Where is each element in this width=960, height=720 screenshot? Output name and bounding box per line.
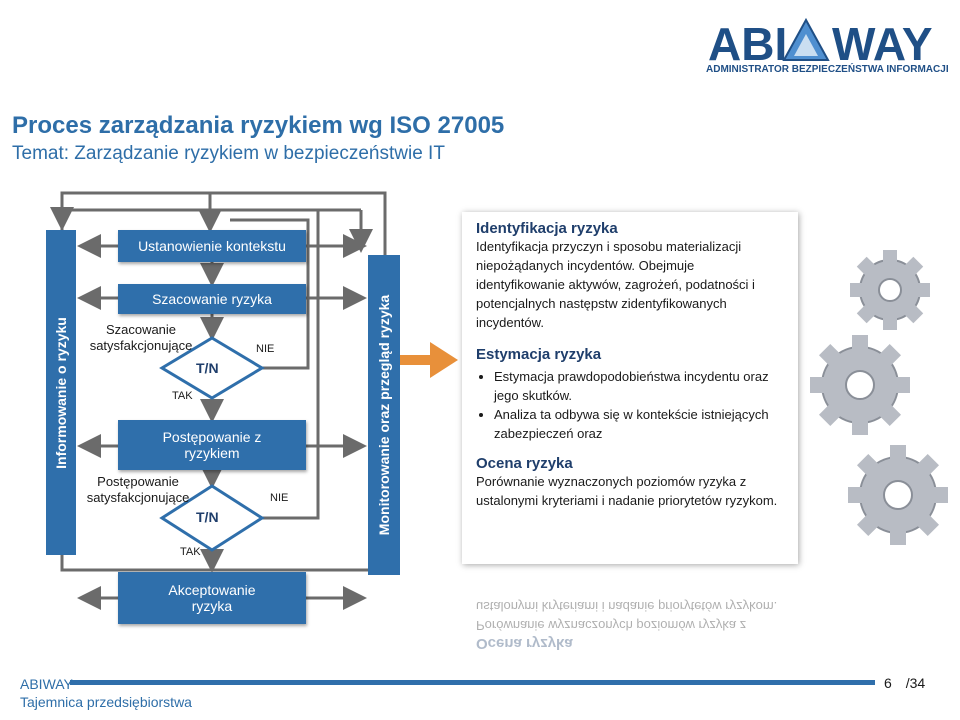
orange-arrow-icon <box>430 342 458 378</box>
diagram-connectors <box>50 191 458 610</box>
decision-diamond-2 <box>159 484 265 552</box>
acceptance-box: Akceptowanie ryzyka <box>118 572 306 624</box>
identification-heading: Identyfikacja ryzyka <box>476 220 618 237</box>
gears-illustration <box>810 250 948 545</box>
context-box: Ustanowienie kontekstu <box>118 230 306 262</box>
decision2-label: T/N <box>196 509 219 525</box>
gear-icon <box>848 445 948 545</box>
panel-reflection: Ocena ryzyka Porównanie wyznaczonych poz… <box>462 570 798 660</box>
logo-brand-left: ABI <box>708 18 787 70</box>
logo-tagline: ADMINISTRATOR BEZPIECZEŃSTWA INFORMACJI <box>706 64 949 75</box>
gear-icon <box>810 335 910 435</box>
info-bar: Informowanie o ryzyku <box>46 230 76 555</box>
sat-treatment-label: Postępowanie satysfakcjonujące <box>86 474 190 505</box>
abiway-logo: ABI WAY <box>706 12 946 82</box>
page-total: /34 <box>905 675 926 691</box>
info-bar-label: Informowanie o ryzyku <box>53 316 70 469</box>
footer-confidential: Tajemnica przedsiębiorstwa <box>20 694 192 710</box>
footer-company: ABIWAY Tajemnica przedsiębiorstwa <box>20 675 192 711</box>
decision1-label: T/N <box>196 360 219 376</box>
gear-icon <box>850 250 930 330</box>
treatment-box: Postępowanie z ryzykiem <box>118 420 306 470</box>
no-label-1: NIE <box>256 343 275 355</box>
evaluation-text: Porównanie wyznaczonych poziomów ryzyka … <box>476 474 778 508</box>
monitoring-bar: Monitorowanie oraz przegląd ryzyka <box>368 255 400 575</box>
yes-label-1: TAK <box>172 390 193 402</box>
assessment-box: Szacowanie ryzyka <box>118 284 306 314</box>
estimation-heading: Estymacja ryzyka <box>476 346 602 363</box>
info-panel: Identyfikacja ryzyka Identyfikacja przyc… <box>462 212 798 564</box>
logo-brand-right: WAY <box>832 18 933 70</box>
estimation-bullet-2: Analiza ta odbywa się w kontekście istni… <box>494 405 784 443</box>
evaluation-heading: Ocena ryzyka <box>476 455 573 472</box>
identification-text: Identyfikacja przyczyn i sposobu materia… <box>476 239 755 330</box>
page-current: 6 <box>884 675 892 691</box>
sat-assessment-label: Szacowanie satysfakcjonujące <box>89 322 193 353</box>
footer-divider <box>70 680 875 685</box>
decision-diamond-1 <box>159 336 265 400</box>
page-subtitle: Temat: Zarządzanie ryzykiem w bezpieczeń… <box>12 143 445 164</box>
yes-label-2: TAK <box>180 546 201 558</box>
no-label-2: NIE <box>270 492 289 504</box>
monitoring-bar-label: Monitorowanie oraz przegląd ryzyka <box>376 294 393 536</box>
estimation-bullet-1: Estymacja prawdopodobieństwa incydentu o… <box>494 367 784 405</box>
page-number: 6 /34 <box>884 675 925 691</box>
page-title: Proces zarządzania ryzykiem wg ISO 27005 <box>12 112 505 139</box>
footer-brand: ABIWAY <box>20 676 73 692</box>
